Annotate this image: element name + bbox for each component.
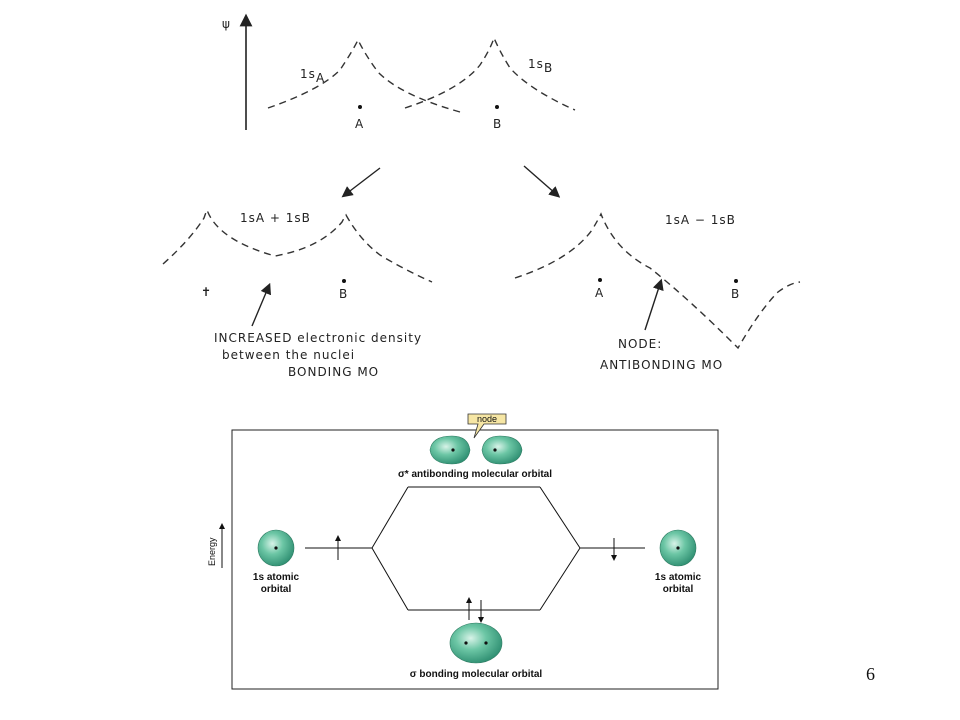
sum-curve [162,208,433,283]
antibonding-note-line2: ANTIBONDING MO [600,358,723,372]
nucleus-b-dot-sum [342,279,346,283]
nucleus-b-label-top: B [493,117,502,131]
nucleus-a-mark-sum: ✝ [201,285,212,299]
node-callout [467,413,507,439]
node-callout-label: node [477,414,497,424]
label-1sb-top-sub: B [544,61,553,75]
psi-label: ψ [222,17,231,31]
energy-level-lines [305,486,645,611]
nucleus-b-label-diff: B [731,287,740,301]
antibonding-label: σ* antibonding molecular orbital [398,469,552,480]
arrow-to-sum [341,167,381,198]
arrow-bonding-note [251,282,271,327]
sum-label: 1sA + 1sB [240,211,311,225]
arrow-node-note [644,278,664,331]
nucleus-a-dot-top [358,105,362,109]
bonding-note-line2: between the nuclei [222,348,355,362]
left-atomic-orbital [257,529,295,567]
nucleus-b-label-sum: B [339,287,348,301]
left-atomic-label-line1: 1s atomic [253,572,300,583]
nucleus-b-dot-top [495,105,499,109]
bonding-orbital [449,622,503,664]
right-atomic-label-line1: 1s atomic [655,572,702,583]
difference-curve [514,212,801,350]
orbital-1sa-curve [267,38,461,113]
bonding-note-line3: BONDING MO [288,365,379,379]
antibonding-orbital [429,435,523,465]
label-1sa-top: 1s [300,67,316,81]
right-atomic-label-line2: orbital [663,584,694,595]
antibonding-note-line1: NODE: [618,337,662,351]
nucleus-a-label-top: A [355,117,364,131]
energy-axis-label: Energy [207,537,217,566]
label-1sb-top: 1s [528,57,544,71]
label-1sa-top-sub: A [316,71,325,85]
bonding-label: σ bonding molecular orbital [410,669,543,680]
right-atomic-orbital [659,529,697,567]
arrow-to-difference [523,165,561,198]
difference-label: 1sA − 1sB [665,213,736,227]
page-number: 6 [866,664,875,684]
orbital-1sb-curve [404,36,576,111]
left-atomic-label-line2: orbital [261,584,292,595]
nucleus-a-label-diff: A [595,286,604,300]
bonding-note-line1: INCREASED electronic density [214,331,422,345]
nucleus-a-dot-diff [598,278,602,282]
nucleus-b-dot-diff [734,279,738,283]
